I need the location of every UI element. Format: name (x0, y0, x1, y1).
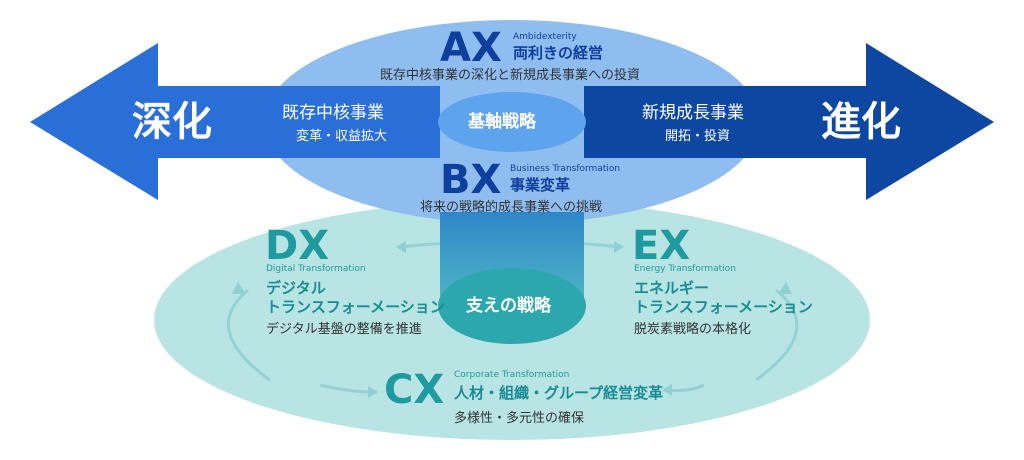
left-arrow-title: 既存中核事業 (282, 103, 384, 123)
cx-code: CX (384, 367, 445, 413)
cx-japanese: 人材・組織・グループ経営変革 (454, 384, 664, 402)
ex-description: 脱炭素戦略の本格化 (634, 322, 752, 337)
ex-japanese-line1: エネルギー (634, 279, 710, 297)
support-circle (438, 268, 586, 344)
dx-english: Digital Transformation (266, 264, 366, 274)
cycle-arrowheads (232, 241, 792, 398)
bx-english: Business Transformation (510, 164, 621, 174)
bx-code: BX (440, 157, 502, 203)
right-arrow-label: 進化 (821, 99, 901, 145)
right-arrow-subtitle: 開拓・投資 (665, 129, 731, 144)
ex-code: EX (632, 223, 691, 269)
ax-english: Ambidexterity (513, 32, 577, 42)
core-pill (438, 92, 586, 152)
ax-description: 既存中核事業の深化と新規成長事業への投資 (380, 68, 641, 83)
core-label: 基軸戦略 (468, 112, 536, 132)
cx-description: 多様性・多元性の確保 (454, 411, 585, 426)
dx-description: デジタル基盤の整備を推進 (266, 322, 422, 337)
ax-japanese: 両利きの経営 (513, 44, 604, 62)
right-arrow-title: 新規成長事業 (642, 103, 744, 123)
ex-japanese-line2: トランスフォーメーション (634, 298, 813, 316)
bx-japanese: 事業変革 (510, 176, 571, 194)
right-arrow (584, 43, 994, 200)
dx-code: DX (265, 223, 330, 269)
bx-description: 将来の戦略的成長事業への挑戦 (420, 200, 603, 215)
left-arrow-label: 深化 (132, 99, 212, 145)
dx-japanese-line2: トランスフォーメーション (266, 298, 445, 316)
support-label: 支えの戦略 (466, 296, 551, 316)
left-arrow (30, 43, 440, 200)
ex-english: Energy Transformation (634, 264, 736, 274)
dx-japanese-line1: デジタル (266, 279, 326, 297)
left-arrow-subtitle: 変革・収益拡大 (296, 129, 388, 144)
cx-english: Corporate Transformation (454, 370, 570, 380)
ax-code: AX (440, 25, 502, 71)
